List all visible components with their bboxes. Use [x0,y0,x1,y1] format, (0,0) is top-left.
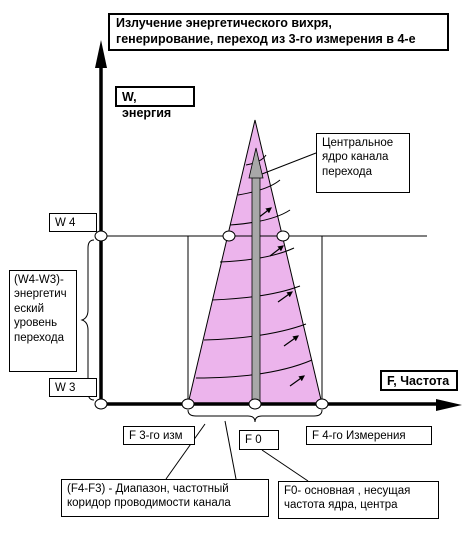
core-arrow-icon [248,147,264,405]
title-line-2: генерирование, переход из 3-го измерения… [116,31,416,46]
title-line-1: Излучение энергетического вихря, [116,16,332,30]
f0-description-line-2: частота ядра, центра [284,499,398,512]
w-axis-arrow-icon [95,40,107,68]
energy-range-line-1: (W4-W3)- [14,274,64,286]
f-axis-arrow-icon [436,399,462,411]
energy-range-label: (W4-W3)- энергетич еский уровень переход… [9,270,77,372]
f4-label: F 4-го Измерения [306,426,432,445]
diagram-title: Излучение энергетического вихря, генерир… [108,13,449,51]
w4-label: W 4 [49,213,97,232]
f3-label: F 3-го изм [123,426,195,445]
frequency-range-line-2: коридор проводимости канала [67,497,231,510]
w-axis-label: W, энергия [115,86,195,120]
core-channel-line-3: перехода [322,165,373,178]
energy-range-line-3: еский [14,302,45,315]
leader-lines [165,152,317,482]
core-channel-line-2: ядро канала [322,151,389,164]
frequency-range-bracket [187,409,323,423]
energy-range-bracket [80,239,95,401]
spiral-direction-arrows [257,207,305,387]
f-axis-label: F, Частота [380,370,458,391]
intersection-markers [94,230,329,410]
f0-description-label: F0- основная , несущая частота ядра, цен… [278,481,439,519]
f0-description-line-1: F0- основная , несущая [284,485,411,497]
energy-range-line-2: энергетич [14,288,67,301]
frequency-range-line-1: (F4-F3) - Диапазон, частотный [67,483,229,495]
energy-range-line-5: перехода [14,331,65,344]
core-channel-label: Центральное ядро канала перехода [316,133,410,193]
w3-label: W 3 [49,378,97,397]
f0-label: F 0 [239,430,279,450]
energy-range-line-4: уровень [14,317,58,330]
core-channel-line-1: Центральное [322,137,394,149]
frequency-range-label: (F4-F3) - Диапазон, частотный коридор пр… [61,479,269,517]
